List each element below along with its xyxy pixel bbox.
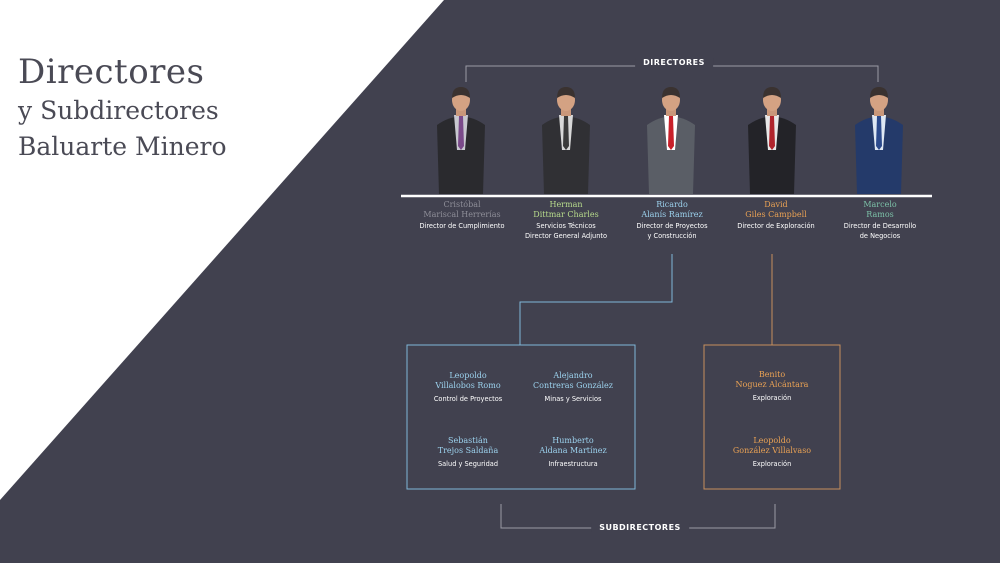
directors-bracket xyxy=(465,65,879,82)
director-role: Director de Exploración xyxy=(737,222,815,230)
subdirector-name: Humberto xyxy=(552,436,594,445)
subdirector-name: Sebastián xyxy=(448,436,488,445)
director-surname: Giles Campbell xyxy=(745,210,807,219)
director-suit xyxy=(855,116,903,194)
subdirector-role: Minas y Servicios xyxy=(544,395,602,403)
director-surname: Dittmar Charles xyxy=(533,210,599,219)
subdirector-surname: Noguez Alcántara xyxy=(735,380,809,389)
director-suit xyxy=(542,116,590,194)
director-role: Director de Cumplimiento xyxy=(419,222,505,230)
director-role: Servicios Técnicos xyxy=(536,222,596,230)
director-suit xyxy=(647,116,695,194)
director-tie xyxy=(668,116,674,150)
director-name: Herman xyxy=(549,200,583,209)
director-hair xyxy=(452,87,470,98)
director-hair xyxy=(870,87,888,98)
director-name: Marcelo xyxy=(863,200,897,209)
subdirector-surname: Contreras González xyxy=(533,381,613,390)
subdirectors-blue-box xyxy=(406,344,636,490)
connector-proyectos xyxy=(519,254,673,345)
director-name: David xyxy=(764,200,788,209)
director-surname: Mariscal Herrerías xyxy=(423,210,501,219)
director-tie xyxy=(458,116,464,150)
subdirector-surname: Villalobos Romo xyxy=(435,381,501,390)
director-role-line2: Director General Adjunto xyxy=(524,232,608,240)
director-neck xyxy=(456,108,466,116)
director-hair xyxy=(557,87,575,98)
director-card: Marcelo Ramos Director de Desarrollo de … xyxy=(820,200,940,241)
subdirector-name: Benito xyxy=(758,370,786,379)
director-role: Director de Proyectos xyxy=(636,222,708,230)
subdirector-role: Salud y Seguridad xyxy=(437,460,499,468)
director-neck xyxy=(767,108,777,116)
director-name: Ricardo xyxy=(656,200,688,209)
director-card: Cristóbal Mariscal Herrerías Director de… xyxy=(402,200,522,231)
director-tie xyxy=(769,116,775,150)
subdirectors-label: SUBDIRECTORES xyxy=(591,523,689,532)
subdirector-card: Sebastián Trejos Saldaña Salud y Segurid… xyxy=(398,436,538,469)
subdirector-card: Benito Noguez Alcántara Exploración xyxy=(702,370,842,403)
subdirector-card: Leopoldo Villalobos Romo Control de Proy… xyxy=(398,371,538,404)
director-card: Ricardo Alanís Ramírez Director de Proye… xyxy=(612,200,732,241)
subdirector-surname: Trejos Saldaña xyxy=(437,446,499,455)
subdirector-card: Leopoldo González Villalvaso Exploración xyxy=(702,436,842,469)
director-card: Herman Dittmar Charles Servicios Técnico… xyxy=(506,200,626,241)
director-tie xyxy=(876,116,882,150)
white-diagonal-panel xyxy=(0,0,444,500)
subdirector-card: Humberto Aldana Martínez Infraestructura xyxy=(503,436,643,469)
page-title: Directores xyxy=(18,52,205,92)
page-subtitle-line1: y Subdirectores xyxy=(18,96,219,125)
subdirector-role: Infraestructura xyxy=(548,460,598,468)
director-tie xyxy=(563,116,569,150)
director-neck xyxy=(561,108,571,116)
subdirector-card: Alejandro Contreras González Minas y Ser… xyxy=(503,371,643,404)
subdirector-name: Leopoldo xyxy=(753,436,791,445)
director-neck xyxy=(666,108,676,116)
director-role-line2: de Negocios xyxy=(859,232,901,240)
director-role-line2: y Construcción xyxy=(647,232,697,240)
director-suit xyxy=(437,116,485,194)
director-hair xyxy=(763,87,781,98)
director-hair xyxy=(662,87,680,98)
director-name: Cristóbal xyxy=(443,200,481,209)
director-suit xyxy=(748,116,796,194)
director-card: David Giles Campbell Director de Explora… xyxy=(716,200,836,231)
director-surname: Alanís Ramírez xyxy=(641,210,703,219)
page-subtitle-line2: Baluarte Minero xyxy=(18,132,227,161)
subdirector-name: Alejandro xyxy=(553,371,593,380)
director-surname: Ramos xyxy=(866,210,894,219)
subdirector-role: Exploración xyxy=(752,460,792,468)
director-portraits xyxy=(437,87,903,194)
directors-label: DIRECTORES xyxy=(635,58,713,67)
subdirector-role: Control de Proyectos xyxy=(433,395,503,403)
subdirector-surname: Aldana Martínez xyxy=(539,446,607,455)
director-role: Director de Desarrollo xyxy=(843,222,917,230)
subdirector-name: Leopoldo xyxy=(449,371,487,380)
subdirectors-orange-box xyxy=(703,344,841,490)
subdirector-role: Exploración xyxy=(752,394,792,402)
director-neck xyxy=(874,108,884,116)
subdirector-surname: González Villalvaso xyxy=(732,446,812,455)
